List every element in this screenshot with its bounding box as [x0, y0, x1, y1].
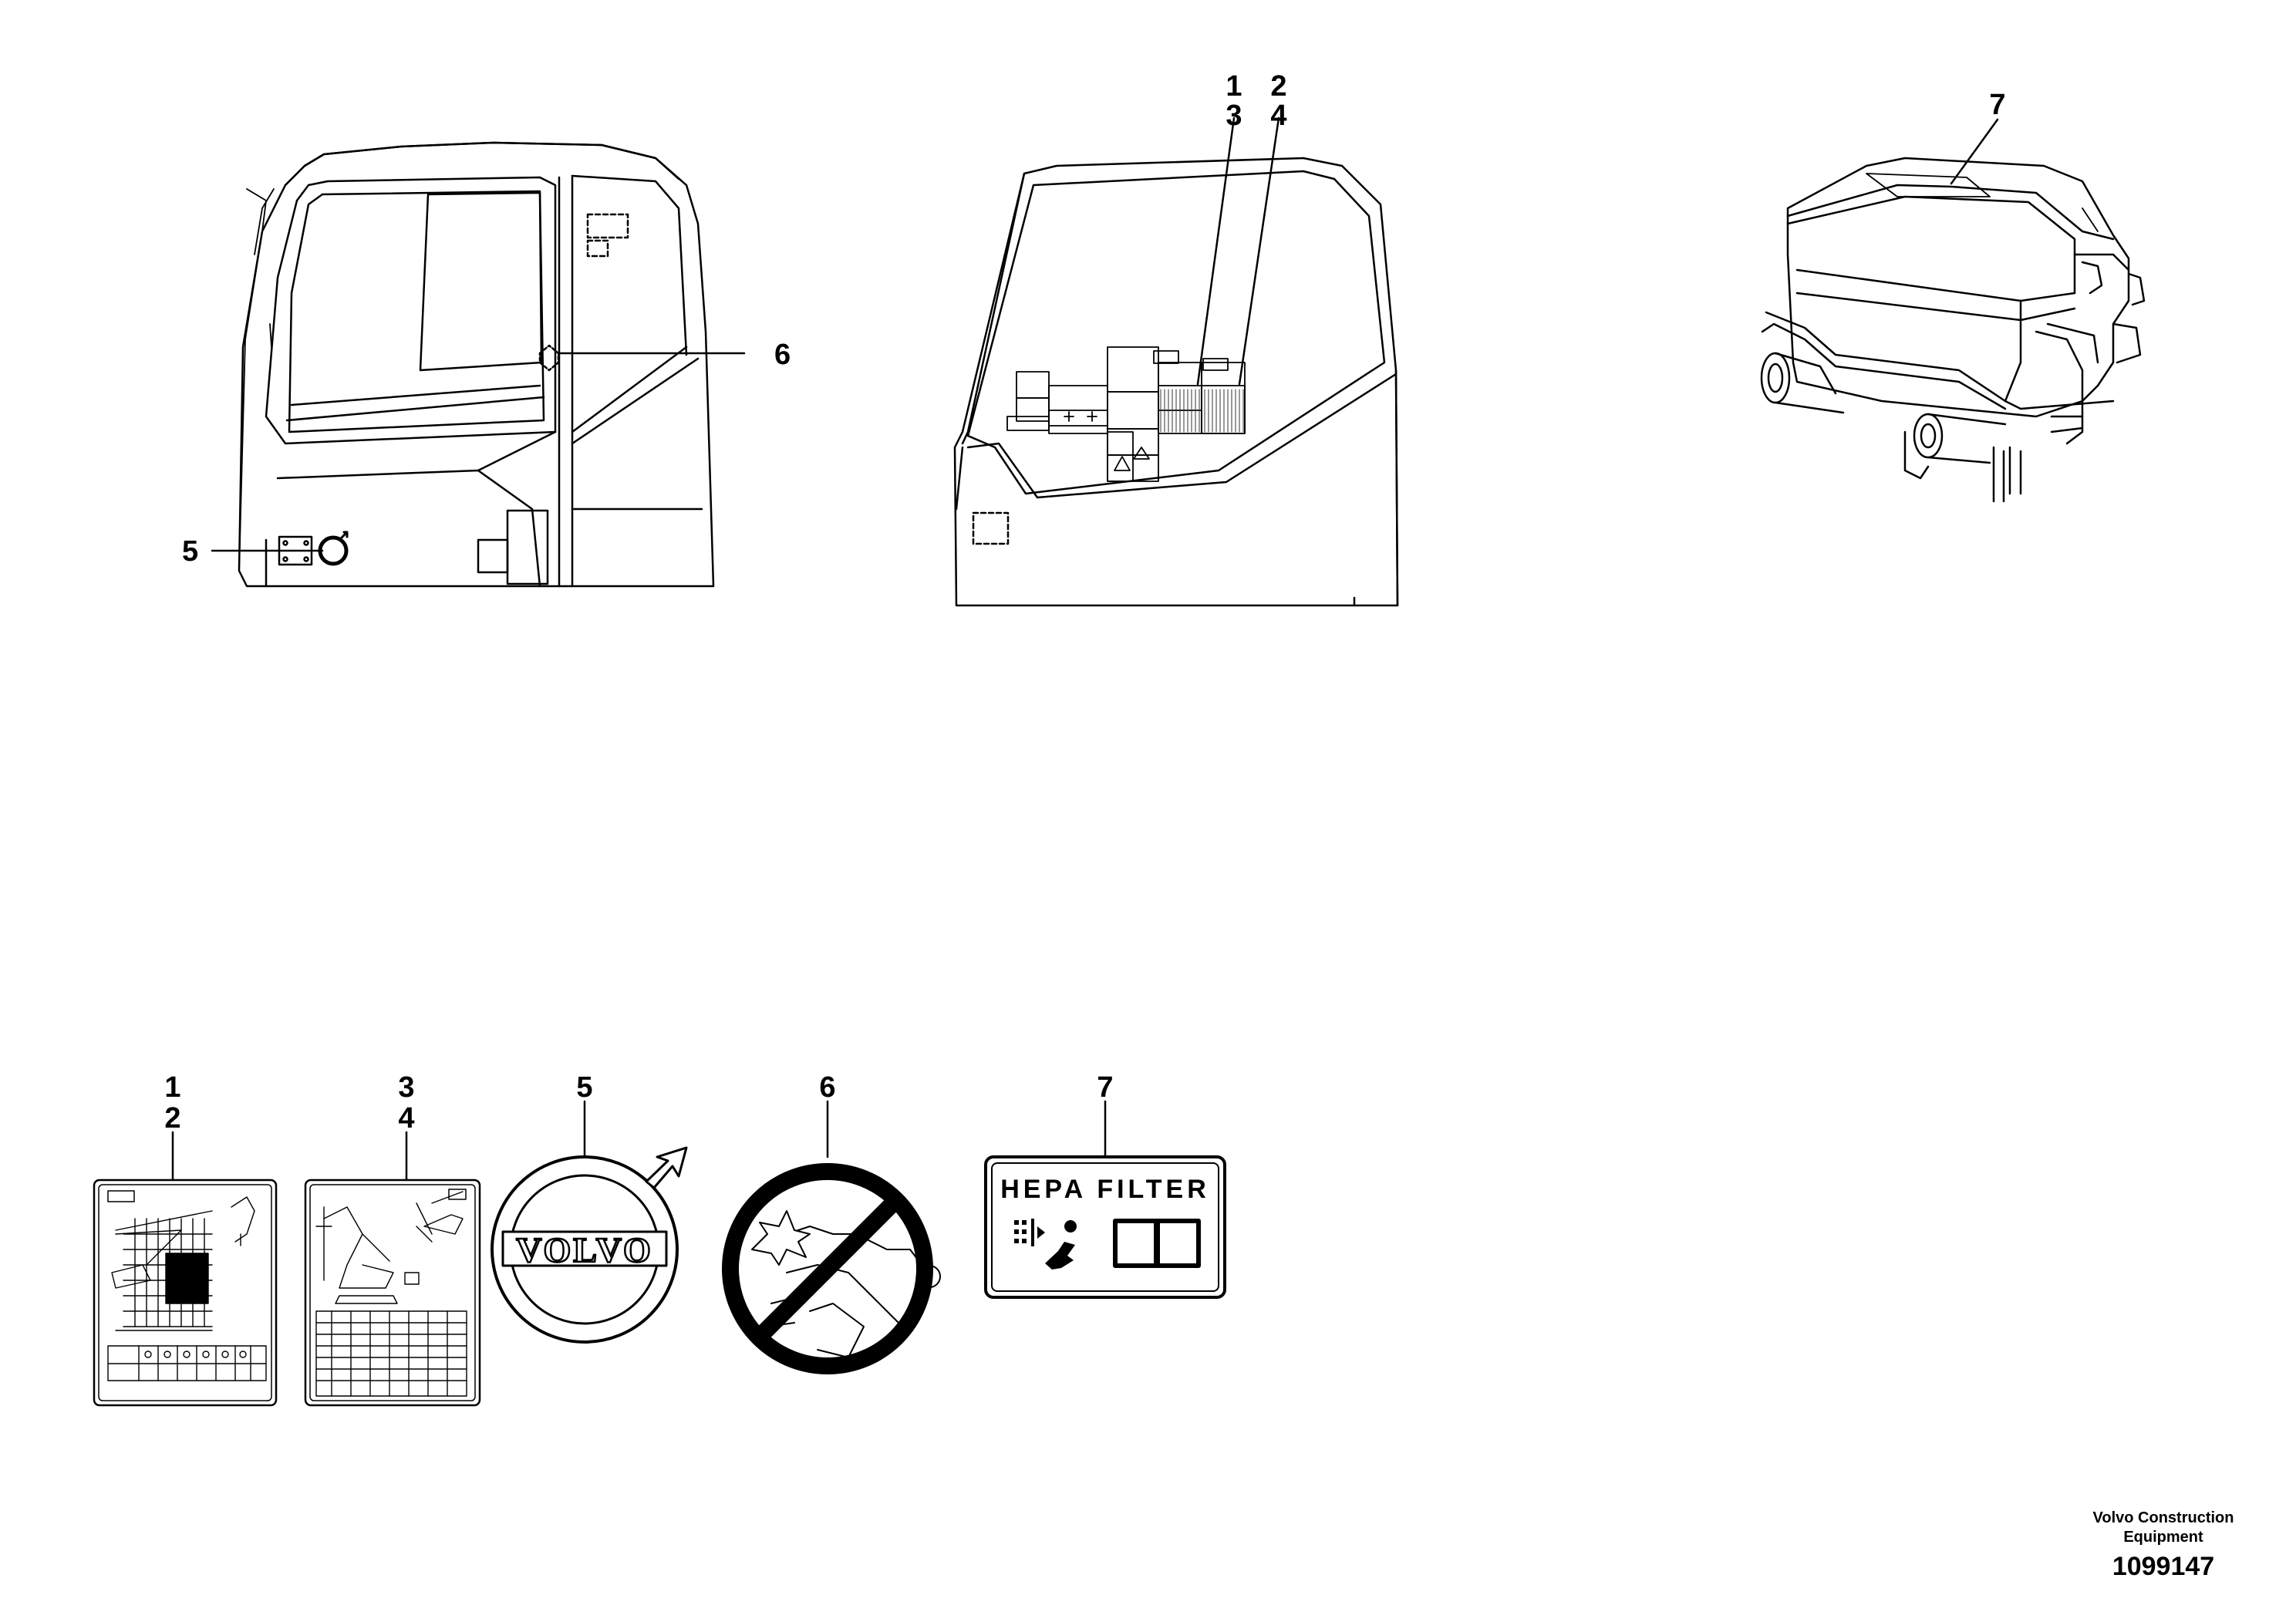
callout-labels: 6 5 1 3 2 4 7 1 2 3 4 5 6 7: [164, 70, 2005, 1135]
open-book-icon: [1113, 1219, 1201, 1268]
decal-5-drawing: [491, 1100, 688, 1344]
document-number: 1099147: [2112, 1552, 2215, 1581]
decal-1-2-number-2: 2: [164, 1102, 180, 1135]
decal-5-number: 5: [576, 1071, 592, 1104]
callout-4: 4: [1270, 99, 1286, 132]
decal-3-4-drawing: [304, 1131, 481, 1407]
decal-3-4-number-4: 4: [398, 1102, 414, 1135]
hvac-unit-view: [1760, 118, 2146, 503]
decal-3-4-number-3: 3: [398, 1071, 414, 1104]
brand-line-1: Volvo Construction: [2092, 1509, 2234, 1526]
brand-line-2: Equipment: [2123, 1529, 2203, 1546]
volvo-wordmark: VOLVO: [516, 1230, 653, 1270]
decal-7-number: 7: [1097, 1071, 1113, 1104]
air-flow-person-icon: [1014, 1219, 1077, 1270]
callout-2: 2: [1270, 70, 1286, 103]
callout-1: 1: [1226, 70, 1242, 103]
document-footer: Volvo Construction Equipment 1099147: [2067, 1509, 2260, 1582]
callout-6: 6: [774, 339, 791, 371]
decal-1-2-drawing: [93, 1131, 278, 1407]
callout-7: 7: [1989, 89, 2005, 121]
decal-7-drawing: [984, 1100, 1226, 1299]
decal-6-number: 6: [819, 1071, 835, 1104]
hepa-filter-title: HEPA FILTER: [1000, 1175, 1210, 1204]
callout-3: 3: [1226, 99, 1242, 132]
decal-6-drawing: [722, 1100, 941, 1374]
cab-side-view: [211, 141, 746, 588]
cab-rear-view: [953, 116, 1399, 607]
callout-5: 5: [182, 535, 198, 568]
decal-1-2-number-1: 1: [164, 1071, 180, 1104]
